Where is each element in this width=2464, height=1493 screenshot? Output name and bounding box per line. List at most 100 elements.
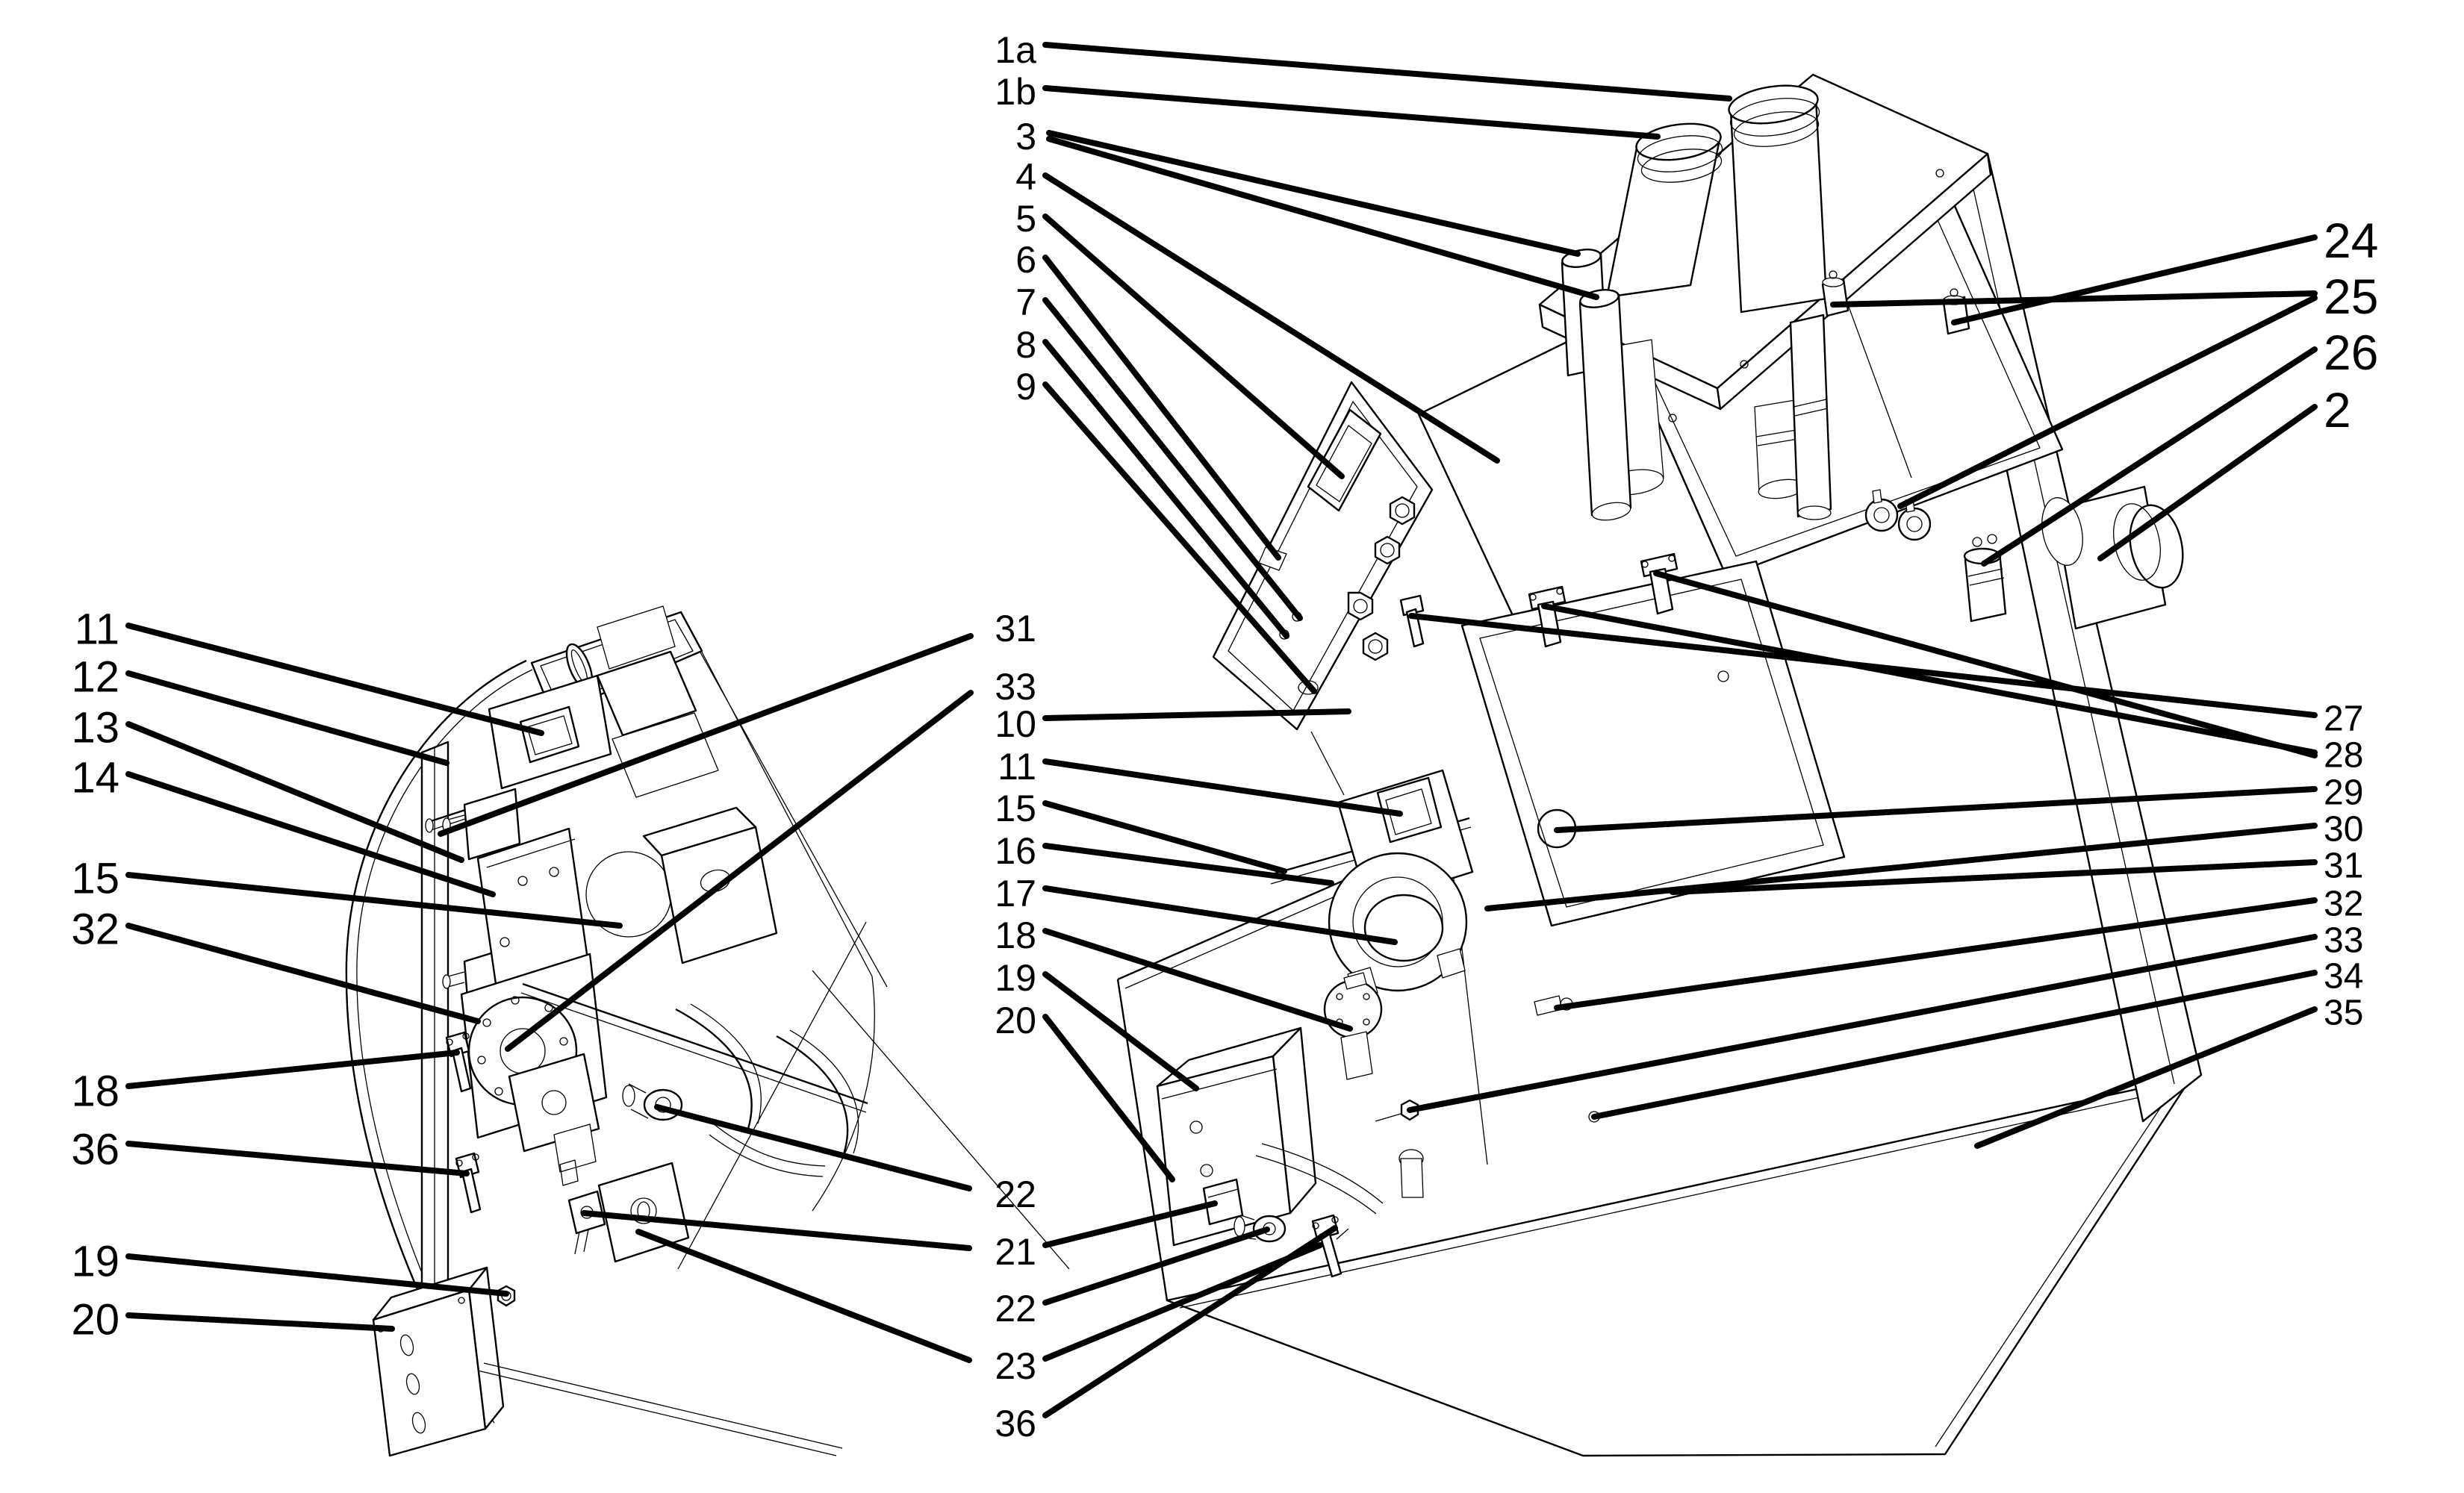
callout-label-31-mid: 31	[995, 608, 1036, 649]
left-latch-lower	[455, 1152, 482, 1214]
callout-label-20-mid: 20	[995, 1000, 1036, 1041]
leader-line-33-right	[1407, 934, 2318, 1113]
left-fitting-22	[622, 1083, 683, 1121]
callout-20-left: 20	[71, 1296, 395, 1344]
leader-line-26	[1981, 346, 2318, 567]
leader-line-28	[1653, 570, 2318, 758]
callout-1a: 1a	[995, 29, 1732, 102]
cable-glands	[1347, 496, 1416, 661]
callout-label-4: 4	[1015, 156, 1036, 198]
ignition-coil-26	[1963, 534, 2007, 623]
callout-11-left: 11	[75, 605, 544, 736]
leader-line-30	[1484, 823, 2318, 911]
callout-label-22-a: 22	[995, 1173, 1036, 1215]
callout-label-11-left: 11	[75, 605, 119, 654]
leader-line-13	[125, 721, 464, 863]
callout-label-11-mid: 11	[998, 746, 1036, 788]
right-valve-18	[1323, 972, 1383, 1080]
leader-line-34	[1591, 970, 2318, 1120]
leader-line-36-left	[125, 1141, 470, 1176]
leader-line-7	[1042, 297, 1303, 621]
leader-line-32-right	[1554, 897, 2318, 1011]
leader-line-11-left	[125, 623, 544, 736]
callout-label-32-left: 32	[71, 906, 119, 954]
leader-line-1a	[1042, 42, 1732, 102]
callout-16: 16	[995, 830, 1334, 886]
callout-19-mid: 19	[995, 957, 1199, 1091]
callout-1b: 1b	[995, 71, 1661, 140]
leader-line-11-mid	[1042, 758, 1403, 817]
callout-32-left: 32	[71, 906, 481, 1024]
callout-19-left: 19	[71, 1238, 509, 1297]
callout-label-32-right: 32	[2324, 885, 2363, 924]
leader-line-15-left	[125, 872, 623, 929]
callout-7: 7	[1015, 281, 1303, 621]
leader-line-1b	[1042, 85, 1661, 140]
leader-line-21	[1042, 1200, 1218, 1248]
callout-label-35: 35	[2324, 994, 2363, 1033]
leader-line-6	[1042, 255, 1281, 561]
leader-line-31-mid	[438, 633, 974, 837]
callout-28: 28	[1541, 570, 2363, 776]
callout-label-1a: 1a	[995, 29, 1036, 71]
leader-line-3	[1046, 130, 1581, 257]
callout-30: 30	[1484, 810, 2363, 911]
leader-line-33-mid	[505, 690, 974, 1052]
callout-15-left: 15	[71, 855, 623, 929]
callout-label-8: 8	[1015, 324, 1036, 366]
left-latch-upper	[445, 1031, 472, 1093]
cylinder-1a	[1728, 84, 1828, 499]
callout-label-36-left: 36	[71, 1126, 119, 1174]
leader-line-29	[1554, 786, 2318, 833]
leader-line-22-a	[654, 1104, 972, 1191]
leader-line-12	[125, 670, 449, 766]
callout-26: 26	[1981, 325, 2378, 567]
leader-line-28	[1541, 603, 2318, 755]
leader-line-20-mid	[1042, 1014, 1175, 1182]
left-box-23	[597, 1162, 690, 1263]
callout-label-36-mid: 36	[995, 1403, 1036, 1444]
callout-label-31-right: 31	[2324, 847, 2363, 886]
callout-label-28: 28	[2324, 736, 2363, 776]
callout-3: 3	[1015, 116, 1599, 300]
leader-line-2	[2097, 404, 2318, 561]
callout-label-29: 29	[2324, 773, 2363, 813]
callout-32-right: 32	[1554, 885, 2363, 1011]
callout-4: 4	[1015, 156, 1500, 464]
callout-label-15-mid: 15	[995, 788, 1036, 829]
callout-8: 8	[1015, 324, 1289, 639]
leader-line-25	[1897, 295, 2318, 509]
callout-34: 34	[1591, 957, 2363, 1120]
leader-line-19-mid	[1042, 971, 1199, 1091]
leader-line-14	[125, 771, 496, 897]
callout-11-mid: 11	[998, 746, 1403, 817]
callout-31-mid: 31	[438, 608, 1036, 837]
left-elbow-21	[567, 1190, 606, 1255]
leader-line-4	[1042, 172, 1500, 464]
leader-line-23	[635, 1229, 972, 1363]
leader-line-32-left	[125, 923, 481, 1024]
callout-36-left: 36	[71, 1126, 470, 1176]
callout-18-left: 18	[71, 1050, 460, 1116]
left-rails-hoses	[477, 921, 1070, 1456]
leader-line-20-left	[125, 1312, 395, 1332]
callout-layer: 1a1b345678931331011151617181920222122233…	[71, 29, 2378, 1444]
leader-line-18-mid	[1042, 928, 1353, 1032]
callout-22-b: 22	[995, 1226, 1270, 1330]
callout-label-19-mid: 19	[995, 957, 1036, 999]
leader-line-3	[1046, 136, 1599, 300]
callout-label-3: 3	[1015, 116, 1036, 158]
callout-25: 25	[1830, 269, 2378, 509]
leader-line-31-right	[1670, 859, 2318, 895]
callout-label-13: 13	[71, 704, 119, 752]
callout-label-26: 26	[2324, 325, 2378, 380]
leader-line-21	[581, 1210, 972, 1251]
small-cylinder-3b	[1578, 289, 1632, 521]
leader-line-25	[1830, 290, 2318, 308]
callout-33-mid: 33	[505, 666, 1036, 1052]
callout-label-10: 10	[995, 703, 1036, 745]
callout-label-25: 25	[2324, 269, 2378, 324]
callout-label-19-left: 19	[71, 1238, 119, 1286]
